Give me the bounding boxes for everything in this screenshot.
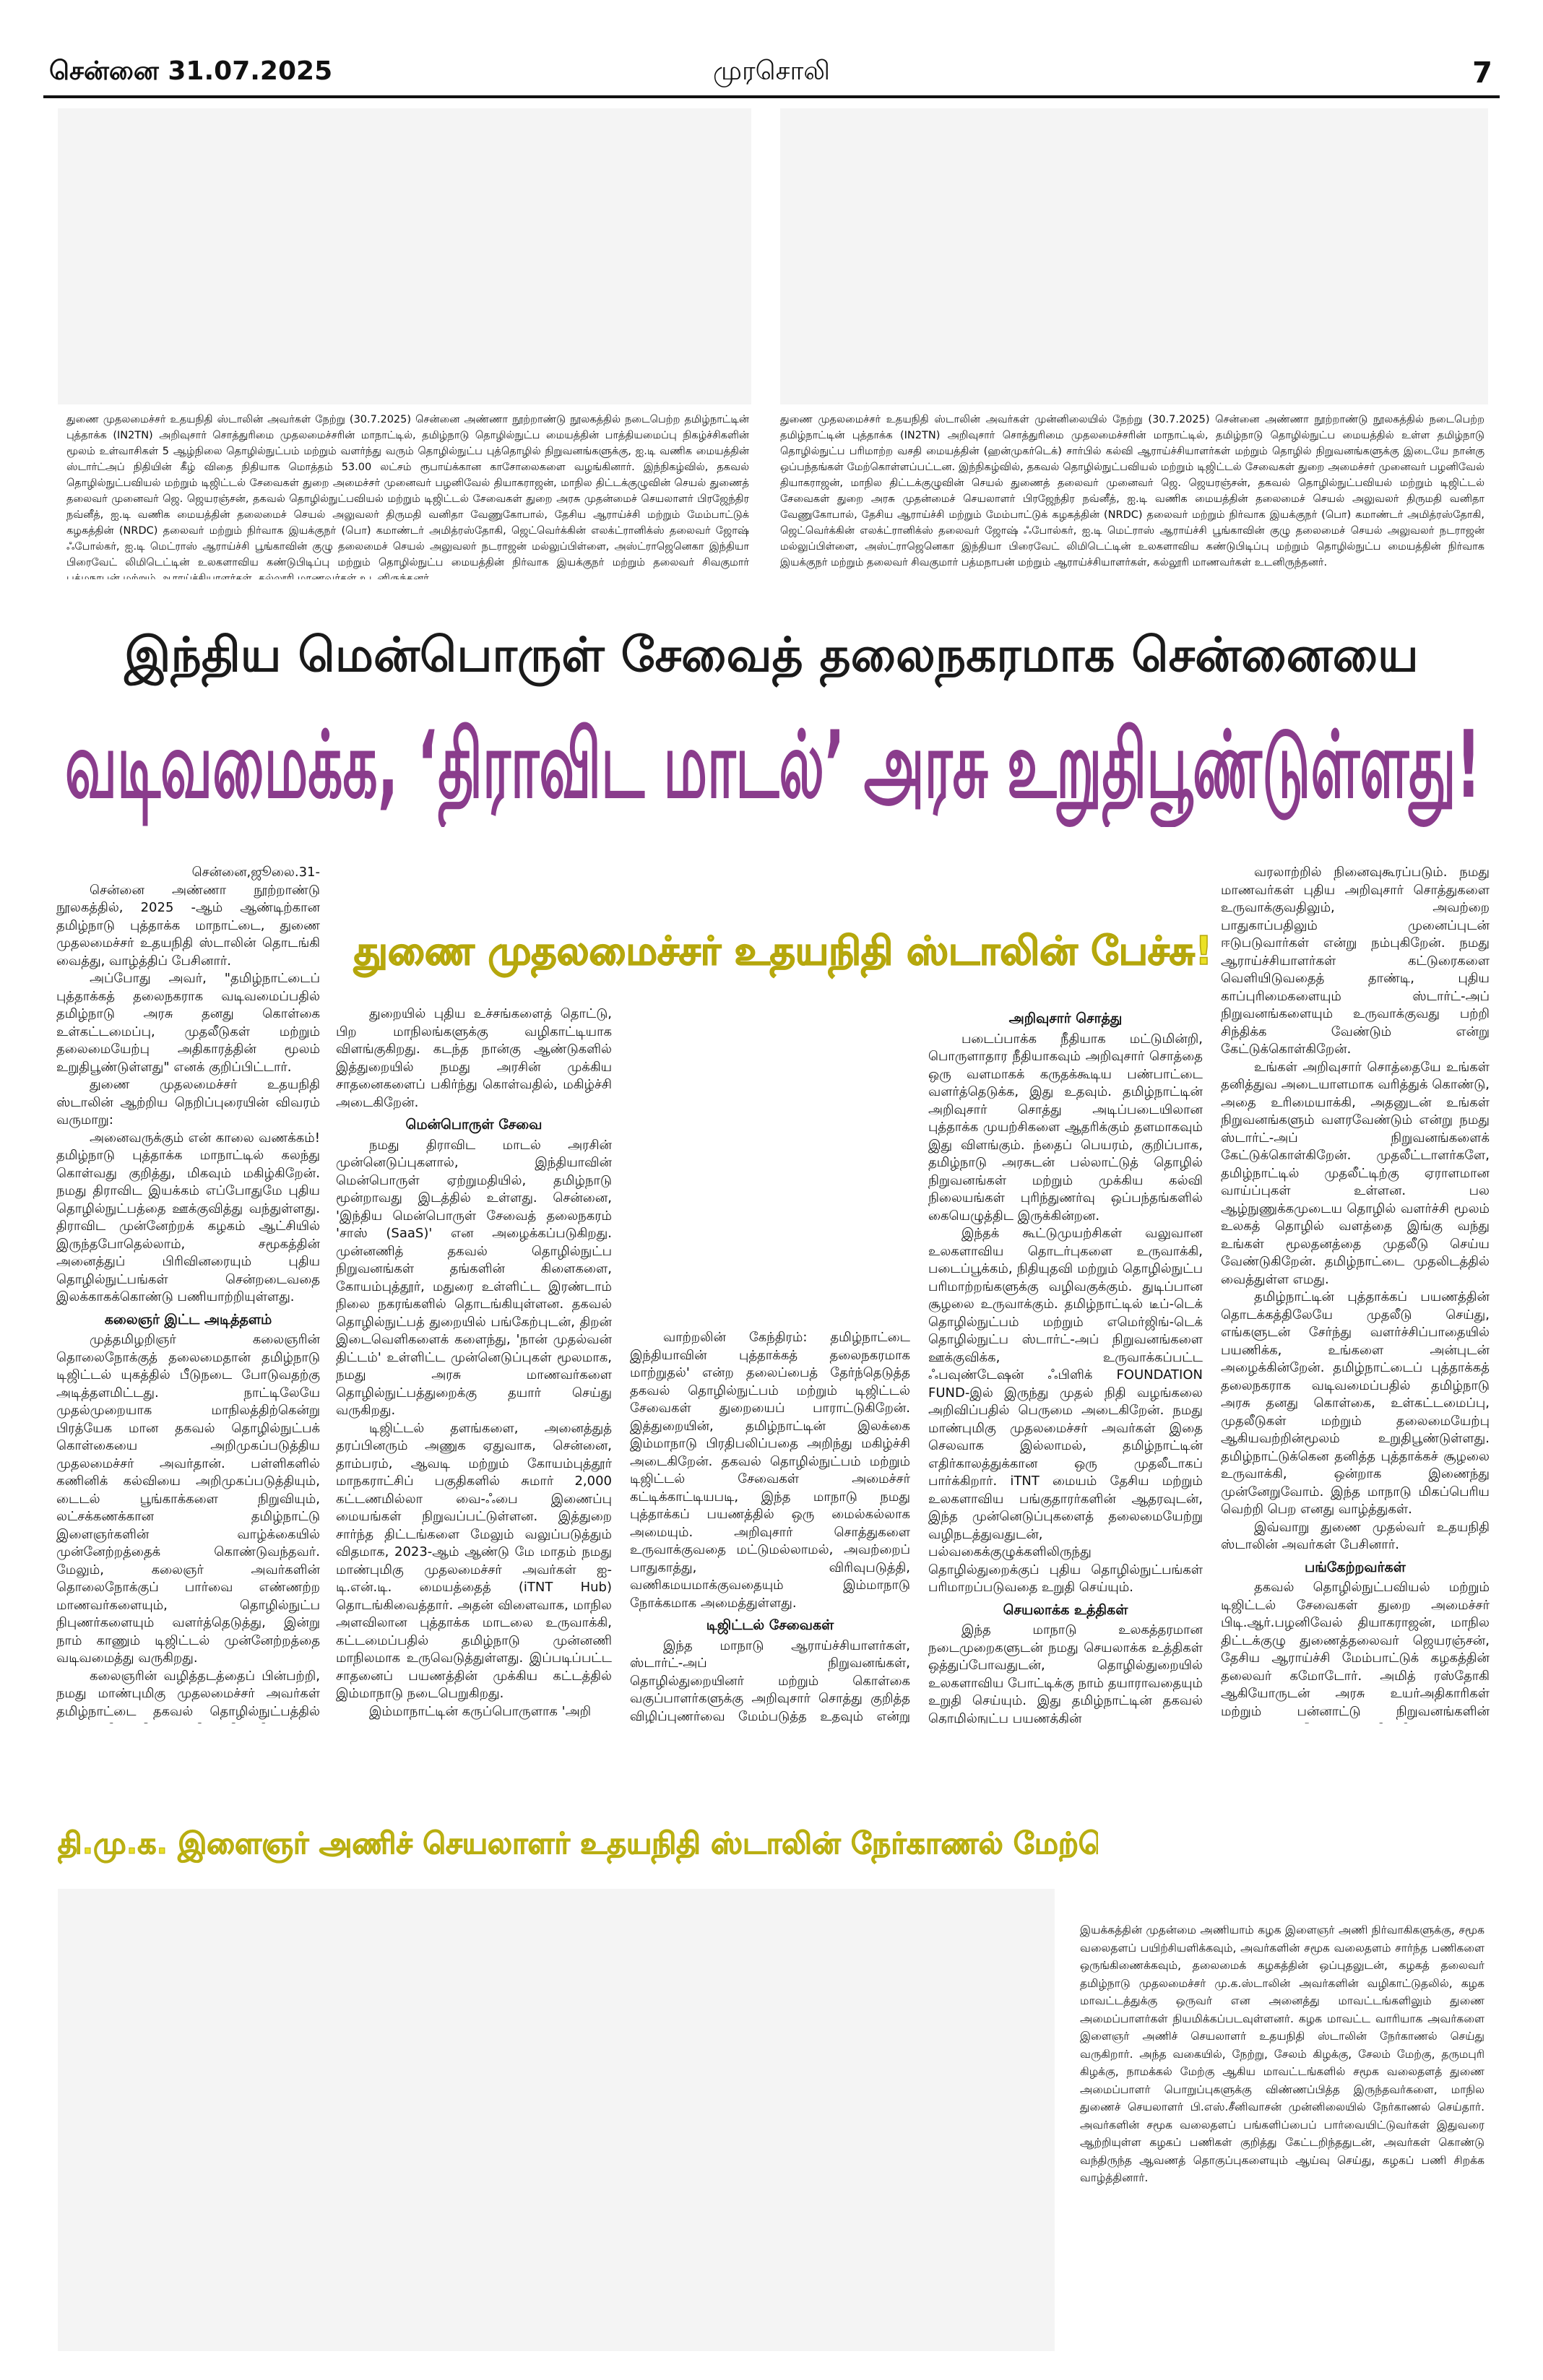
headline-line-2-box: வடிவமைக்க, ‘திராவிட மாடல்’ அரசு உறுதிபூண… (58, 704, 1488, 829)
paragraph: கலைஞரின் வழித்தடத்தைப் பின்பற்றி, நமது ம… (56, 1668, 320, 1724)
paragraph: இந்த மாநாடு ஆராய்ச்சியாளர்கள், ஸ்டார்ட்-… (630, 1637, 910, 1724)
masthead-paper-name: முரசொலி (713, 56, 830, 86)
article-column-5: வரலாற்றில் நினைவுகூரப்படும். நமது மாணவர்… (1221, 864, 1490, 1723)
event-photo-right (780, 108, 1488, 404)
photo-caption-right: துணை முதலமைச்சர் உதயநிதி ஸ்டாலின் அவர்கள… (780, 414, 1484, 568)
paragraph: டிஜிட்டல் தளங்களை, அனைத்துத் தரப்பினரும்… (336, 1420, 612, 1702)
section-heading: கலைஞர் இட்ட அடித்தளம் (104, 1311, 272, 1328)
paragraph: அனைவருக்கும் என் காலை வணக்கம்! தமிழ்நாடு… (56, 1130, 320, 1305)
headline-line-2-svg: வடிவமைக்க, ‘திராவிட மாடல்’ அரசு உறுதிபூண… (65, 711, 1481, 829)
paragraph: சென்னை அண்ணா நூற்றாண்டு நூலகத்தில், 2025… (56, 882, 320, 969)
section2-caption: இயக்கத்தின் முதன்மை அணியாம் கழக இளைஞர் அ… (1080, 1924, 1484, 2184)
paragraph: முத்தமிழறிஞர் கலைஞரின் தொலைநோக்குத் தலைம… (56, 1332, 320, 1666)
dateline: சென்னை,ஜூலை.31- (191, 865, 320, 880)
section-heading: அறிவுசார் சொத்து (1008, 1011, 1123, 1026)
photo-caption-left: துணை முதலமைச்சர் உதயநிதி ஸ்டாலின் அவர்கள… (66, 414, 749, 579)
subheadline: துணை முதலமைச்சர் உதயநிதி ஸ்டாலின் பேச்சு… (353, 927, 1213, 974)
headline-line-2: வடிவமைக்க, ‘திராவிட மாடல்’ அரசு உறுதிபூண… (65, 711, 1481, 827)
article-column-1: சென்னை,ஜூலை.31- சென்னை அண்ணா நூற்றாண்டு … (56, 864, 320, 1723)
masthead-page-number: 7 (1472, 56, 1492, 90)
section2-banner: தி.மு.க. இளைஞர் அணிச் செயலாளர் உதயநிதி ஸ… (58, 1826, 1098, 1861)
paragraph: வாற்றலின் கேந்திரம்: தமிழ்நாட்டை இந்தியா… (630, 1330, 910, 1611)
paragraph: வரலாற்றில் நினைவுகூரப்படும். நமது மாணவர்… (1221, 865, 1490, 1057)
article-column-3: வாற்றலின் கேந்திரம்: தமிழ்நாட்டை இந்தியா… (630, 1329, 910, 1723)
masthead-date: சென்னை 31.07.2025 (49, 56, 333, 86)
article-column-4: அறிவுசார் சொத்து படைப்பாக்க நீதியாக மட்ட… (928, 1005, 1203, 1723)
paragraph: இந்தக் கூட்டுமுயற்சிகள் வலுவான உலகளாவிய … (928, 1226, 1203, 1595)
event-photo-left (58, 108, 751, 404)
paragraph: இந்த மாநாடு உலகத்தரமான நடைமுறைகளுடன் நமத… (928, 1622, 1203, 1723)
section-heading: மென்பொருள் சேவை (405, 1117, 543, 1133)
section-heading: செயலாக்க உத்திகள் (1003, 1601, 1128, 1618)
paragraph: இம்மாநாட்டின் கருப்பொருளாக 'அறி (369, 1703, 592, 1719)
paragraph: படைப்பாக்க நீதியாக மட்டுமின்றி, பொருளாதா… (928, 1031, 1203, 1224)
section-heading: டிஜிட்டல் சேவைகள் (706, 1617, 834, 1633)
paragraph: துறையில் புதிய உச்சங்களைத் தொட்டு, பிற ம… (336, 1006, 612, 1110)
section-heading: பங்கேற்றவர்கள் (1305, 1559, 1406, 1575)
section2-photo (58, 1889, 1055, 2351)
paragraph: இவ்வாறு துணை முதல்வர் உதயநிதி ஸ்டாலின் அ… (1221, 1519, 1490, 1553)
headline-line-1: இந்திய மென்பொருள் சேவைத் தலைநகரமாக சென்ன… (124, 627, 1419, 683)
paragraph: துணை முதலமைச்சர் உதயநிதி ஸ்டாலின் ஆற்றிய… (56, 1077, 320, 1128)
article-column-2: துறையில் புதிய உச்சங்களைத் தொட்டு, பிற ம… (336, 1005, 612, 1723)
paragraph: உங்கள் அறிவுசார் சொத்தையே உங்கள் தனித்து… (1221, 1059, 1490, 1287)
paragraph: தகவல் தொழில்நுட்பவியல் மற்றும் டிஜிட்டல்… (1221, 1580, 1490, 1723)
paragraph: நமது திராவிட மாடல் அரசின் முன்னெடுப்புகள… (336, 1137, 612, 1419)
masthead-rule (43, 95, 1500, 98)
paragraph: அப்போது அவர், "தமிழ்நாட்டைப் புத்தாக்கத்… (56, 971, 320, 1075)
paragraph: தமிழ்நாட்டின் புத்தாக்கப் பயணத்தின் தொடக… (1221, 1289, 1490, 1517)
